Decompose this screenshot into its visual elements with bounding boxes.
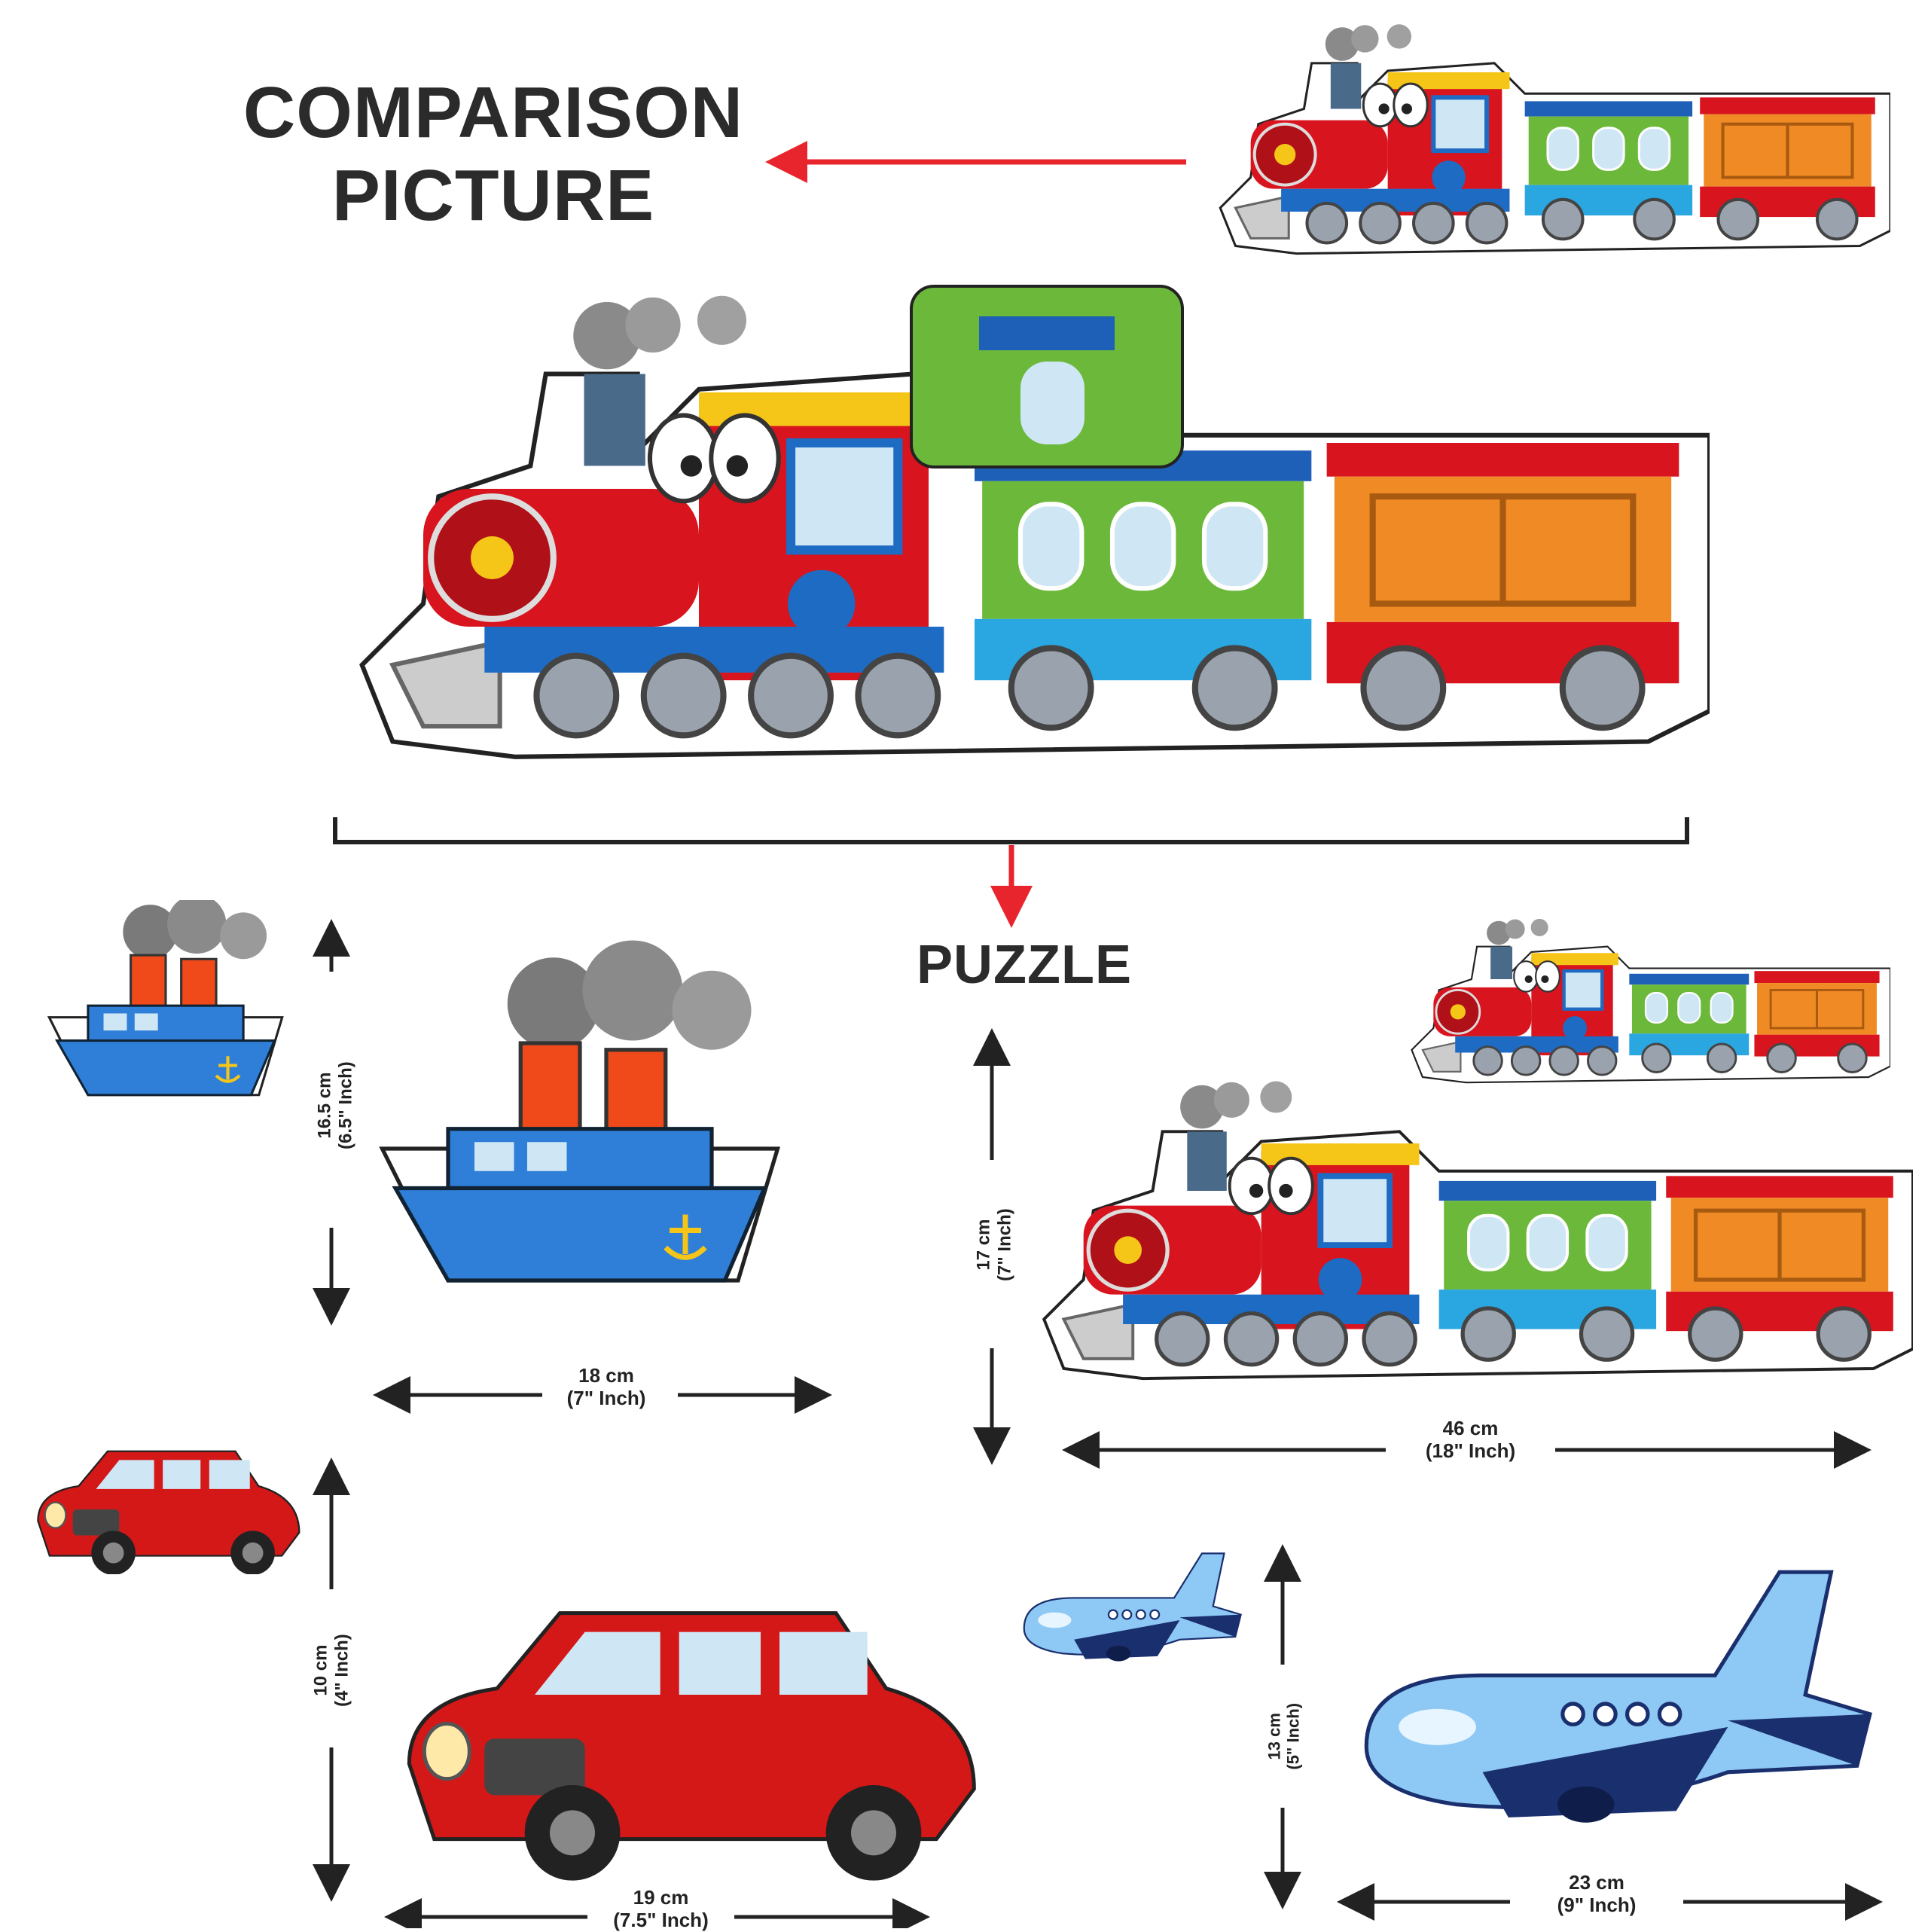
ship-height-in: (6.5" Inch)	[335, 1061, 355, 1149]
car-height-label: 10 cm (4" Inch)	[310, 1592, 352, 1750]
small-car-image	[37, 1450, 300, 1574]
puzzle-heading: PUZZLE	[917, 935, 1132, 995]
large-car-puzzle-image	[409, 1613, 974, 1881]
ship-height-label: 16.5 cm (6.5" Inch)	[314, 1012, 355, 1200]
small-ship-image	[49, 895, 282, 1095]
plane-width-in: (9" Inch)	[1557, 1893, 1637, 1916]
car-height-cm: 10 cm	[310, 1644, 331, 1696]
train-height-label: 17 cm (7" Inch)	[973, 1162, 1014, 1328]
large-ship-puzzle-image	[383, 941, 778, 1281]
ship-width-cm: 18 cm	[578, 1364, 634, 1387]
medium-train-puzzle-image	[1044, 1081, 1913, 1378]
plane-height-cm: 13 cm	[1264, 1713, 1284, 1760]
car-width-cm: 19 cm	[633, 1886, 689, 1909]
ship-width-label: 18 cm (7" Inch)	[527, 1364, 685, 1410]
car-width-label: 19 cm (7.5" Inch)	[587, 1886, 734, 1932]
train-height-cm: 17 cm	[973, 1219, 994, 1271]
comparison-train-image	[1220, 24, 1890, 253]
comparison-picture-heading: COMPARISON PICTURE	[196, 72, 791, 237]
plane-width-cm: 23 cm	[1569, 1871, 1624, 1894]
plane-width-label: 23 cm (9" Inch)	[1514, 1871, 1679, 1917]
ship-width-in: (7" Inch)	[566, 1386, 646, 1409]
car-width-in: (7.5" Inch)	[613, 1908, 709, 1931]
small-plane-image	[1023, 1552, 1242, 1662]
comparison-heading-line1: COMPARISON	[243, 72, 744, 153]
comparison-heading-line2: PICTURE	[331, 155, 655, 236]
large-plane-puzzle-image	[1366, 1572, 1870, 1823]
car-height-in: (4" Inch)	[331, 1634, 352, 1707]
train-width-in: (18" Inch)	[1425, 1439, 1516, 1462]
plane-height-in: (5" Inch)	[1284, 1702, 1303, 1770]
train-width-cm: 46 cm	[1442, 1417, 1499, 1439]
ship-height-cm: 16.5 cm	[314, 1072, 335, 1139]
small-train-image	[1411, 919, 1890, 1082]
plane-height-label: 13 cm (5" Inch)	[1265, 1665, 1304, 1808]
train-width-label: 46 cm (18" Inch)	[1390, 1417, 1551, 1463]
train-height-in: (7" Inch)	[994, 1208, 1014, 1281]
